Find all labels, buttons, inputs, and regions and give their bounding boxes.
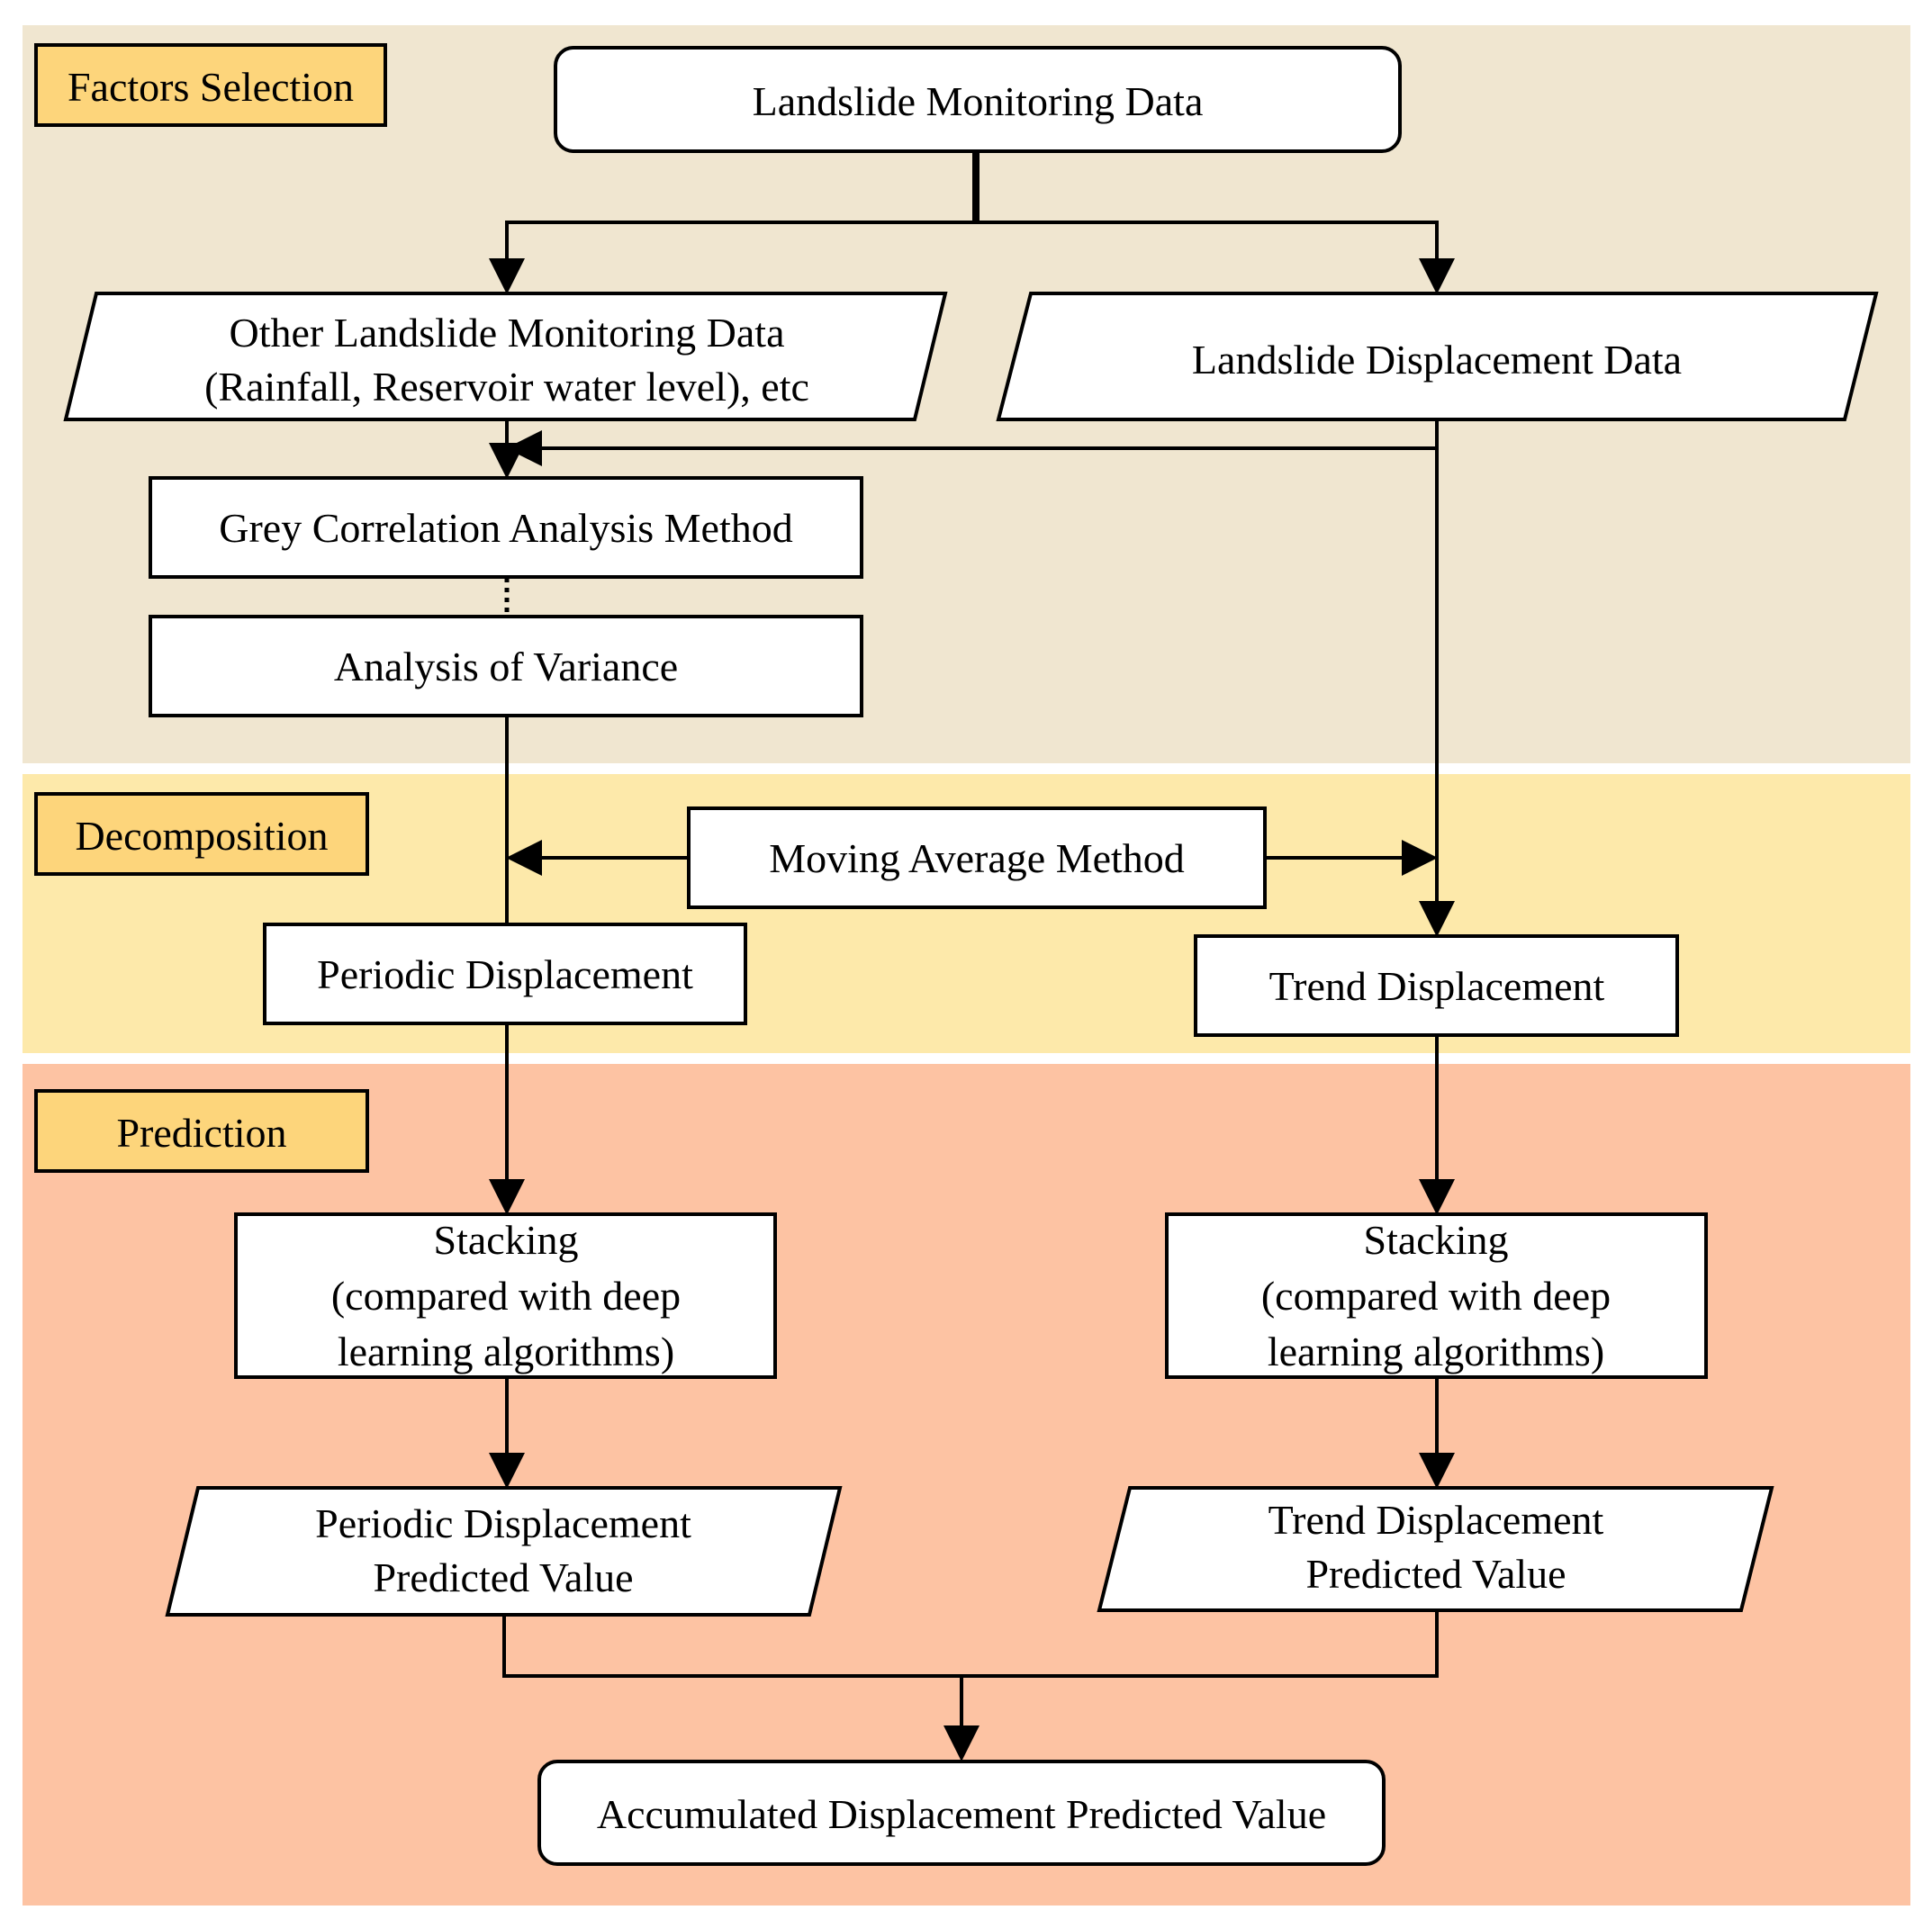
stage-label-factors-selection: Factors Selection (34, 43, 387, 127)
node-text-line-1: Stacking (434, 1217, 579, 1263)
node-stacking-trend: Stacking (compared with deep learning al… (1165, 1212, 1708, 1379)
connector-to-displacement-data (976, 221, 1455, 294)
node-text: Landslide Monitoring Data (753, 78, 1204, 124)
node-text-line-2: (compared with deep (1261, 1273, 1611, 1319)
node-text: Grey Correlation Analysis Method (219, 505, 793, 551)
node-text: Landslide Displacement Data (1192, 337, 1682, 383)
node-trend-predicted-value: Trend Displacement Predicted Value (1097, 1486, 1774, 1612)
node-text-line-2: (compared with deep (331, 1273, 681, 1319)
node-text-line-3: learning algorithms) (338, 1329, 674, 1374)
stage-label-decomposition: Decomposition (34, 792, 369, 876)
node-text-line-3: learning algorithms) (1268, 1329, 1604, 1374)
stage-label-text: Decomposition (75, 813, 328, 859)
node-text: Trend Displacement (1269, 963, 1605, 1009)
node-text-line-2: Predicted Value (1305, 1551, 1566, 1597)
node-landslide-displacement-data: Landslide Displacement Data (996, 292, 1879, 421)
node-text-line-1: Other Landslide Monitoring Data (229, 310, 784, 356)
connectors (489, 151, 1455, 1761)
node-grey-correlation: Grey Correlation Analysis Method (149, 476, 863, 579)
node-periodic-displacement: Periodic Displacement (263, 923, 747, 1025)
node-text: Moving Average Method (769, 835, 1185, 881)
node-accumulated-predicted-value: Accumulated Displacement Predicted Value (537, 1760, 1386, 1866)
connector-trend-predicted-merge (961, 1611, 1439, 1678)
node-text-line-1: Periodic Displacement (315, 1500, 691, 1546)
node-periodic-predicted-value: Periodic Displacement Predicted Value (165, 1486, 843, 1617)
node-text-line-1: Stacking (1364, 1217, 1509, 1263)
node-text: Periodic Displacement (317, 951, 693, 997)
connector-to-other-data (489, 221, 976, 294)
node-other-monitoring-data: Other Landslide Monitoring Data (Rainfal… (63, 292, 948, 421)
stage-label-text: Factors Selection (68, 64, 354, 110)
node-text: Accumulated Displacement Predicted Value (597, 1791, 1326, 1837)
stage-label-text: Prediction (116, 1110, 286, 1156)
node-text: Analysis of Variance (334, 644, 678, 689)
node-trend-displacement: Trend Displacement (1194, 934, 1679, 1037)
node-text-line-2: Predicted Value (373, 1554, 633, 1600)
node-moving-average: Moving Average Method (687, 806, 1267, 909)
node-text-line-1: Trend Displacement (1268, 1497, 1604, 1543)
connector-periodic-predicted-merge (502, 1616, 961, 1678)
node-landslide-monitoring-data: Landslide Monitoring Data (554, 46, 1402, 153)
node-text-line-2: (Rainfall, Reservoir water level), etc (204, 364, 809, 410)
node-stacking-periodic: Stacking (compared with deep learning al… (234, 1212, 777, 1379)
stage-label-prediction: Prediction (34, 1089, 369, 1173)
node-analysis-of-variance: Analysis of Variance (149, 615, 863, 717)
